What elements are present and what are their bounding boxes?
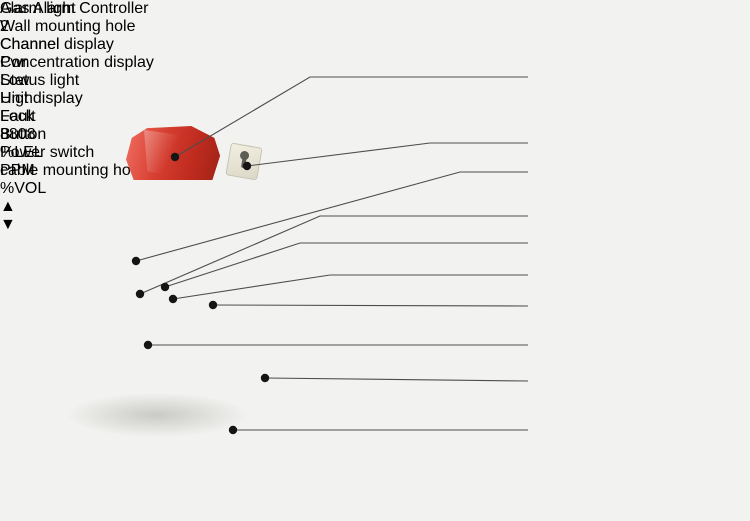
channel-display-label: Channel [0,36,60,53]
annotation-label-unit-display: Unit display [0,90,83,107]
dot-unit-display [168,294,178,304]
annotation-label-concentration-display: Concentration display [0,54,154,71]
dot-lock [208,300,218,310]
dot-button [143,340,153,350]
leader-status-light [164,242,528,288]
annotation-label-cable-gland: cable mounting hole [0,162,144,179]
dot-power-switch [260,373,270,383]
leader-wall-mount [246,142,528,167]
leader-alarm-light [174,76,528,158]
leader-lock [212,304,529,307]
status-light-pwr: Pwr [0,54,28,71]
panel-title: Gas Alarm Controller [0,0,149,17]
annotation-label-channel-display: Channel display [0,36,114,53]
dot-channel-display [131,256,141,266]
status-light-low: Low [0,72,30,89]
down-button: ▼ [0,216,16,233]
device-shadow [62,392,252,438]
annotation-label-power-switch: Power switch [0,144,95,161]
unit-indicator-lel: %LEL [0,144,43,161]
annotation-label-alarm-light: Alarm light [0,0,76,17]
annotation-label-button: Button [0,126,47,143]
unit-indicator-ppm: PPM [0,162,35,179]
leader-unit-display [172,274,528,300]
leader-concentration-display [139,215,528,295]
leader-power-switch [264,377,529,382]
status-light-fault: Fault [0,108,36,125]
annotation-label-wall-mount: Wall mounting hole [0,18,136,35]
dot-status-light [160,282,170,292]
channel-display: 2 [0,18,9,35]
leader-channel-display [135,171,528,262]
status-light-high: High [0,90,33,107]
dot-wall-mount [242,161,252,171]
alarm-light [126,126,221,180]
dot-cable-gland [228,425,238,435]
up-button: ▲ [0,198,16,215]
alarm-light-glare [144,130,178,176]
dot-concentration-display [135,289,145,299]
dot-alarm-light [170,152,180,162]
annotation-label-status-light: Status light [0,72,80,89]
concentration-display: 8808 [0,126,36,143]
unit-indicator-vol: %VOL [0,180,47,197]
annotation-label-lock: Lock [0,108,34,125]
front-panel: Gas Alarm Controller 2 Channel Pwr Low H… [0,0,149,234]
